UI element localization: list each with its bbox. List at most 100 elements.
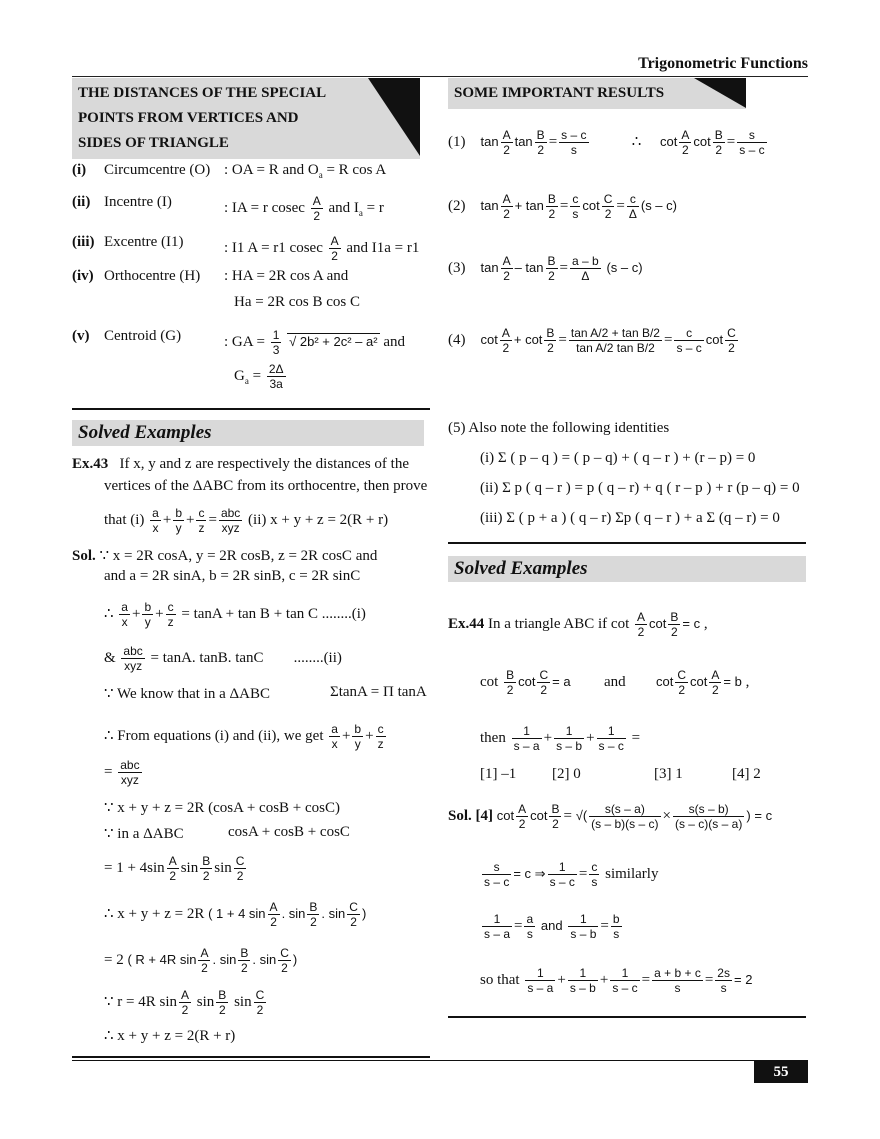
ex43-text: (ii) x + y + z = 2(R + r) (248, 511, 389, 528)
sol-text: ∵ We know that in a ΔABC (104, 686, 271, 702)
ex43-line2: vertices of the ΔABC from its orthocentr… (104, 478, 428, 494)
result-number: (1) (448, 133, 466, 150)
sol-text: = tanA + tan B + tan C ........(i) (181, 605, 366, 622)
sol-text: ∴ From equations (i) and (ii), we get (104, 727, 324, 744)
item-formula: : OA = R and Oa = R cos A (224, 162, 387, 180)
corner-triangle-decoration (368, 78, 420, 156)
sol-line14: ∴ x + y + z = 2(R + r) (104, 1028, 236, 1044)
sol-line8: ∵ x + y + z = 2R (cosA + cosB + cosC) (104, 800, 340, 816)
item-number: (i) (72, 162, 87, 178)
section-title-line: POINTS FROM VERTICES AND (78, 110, 299, 126)
formula-tail: and I (328, 199, 359, 216)
identities-note: (5) Also note the following identities (448, 420, 670, 436)
result-number: (4) (448, 331, 466, 348)
ex43-label: Ex.43 (72, 456, 109, 472)
item-number: (ii) (72, 194, 91, 210)
corner-triangle-decoration (694, 78, 746, 108)
left-bottom-rule (72, 1056, 430, 1058)
option-4: [4] 2 (732, 766, 761, 782)
left-column: THE DISTANCES OF THE SPECIAL POINTS FROM… (72, 78, 432, 1058)
formula-text: : OA = R and O (224, 162, 319, 178)
ex44-then: then (480, 729, 506, 746)
sol-label: Sol. (72, 548, 96, 564)
formula-tail: Ha = 2R cos B cos C (234, 294, 360, 310)
ex44-text: In a triangle ABC if cot (488, 615, 630, 632)
option-1: [1] –1 (480, 766, 517, 782)
solved-examples-heading: Solved Examples (72, 420, 424, 446)
item-circumcentre: (i) Circumcentre (O) : OA = R and Oa = R… (72, 162, 386, 180)
item-number: (iii) (72, 234, 95, 250)
sol-line5-b: ΣtanA = Π tanA (330, 684, 427, 700)
right-bottom-rule (448, 1016, 806, 1018)
section-divider (448, 542, 806, 544)
sol-text: ∵ x = 2R cosA, y = 2R cosB, z = 2R cosC … (99, 548, 378, 564)
option-3: [3] 1 (654, 766, 683, 782)
ex43-text: that (i) (104, 511, 145, 528)
formula-tail: and I1a = r1 (346, 239, 420, 256)
item-orthocentre: (iv) Orthocentre (H) : HA = 2R cos A and… (72, 268, 360, 310)
ex43-text: If x, y and z are respectively the dista… (119, 456, 409, 472)
section-title-line: SIDES OF TRIANGLE (78, 135, 229, 151)
result-number: (2) (448, 197, 466, 214)
item-name: Orthocentre (H) (104, 268, 201, 284)
header-rule (72, 76, 808, 77)
footer-rule (72, 1060, 808, 1061)
sol-line2: and a = 2R sinA, b = 2R sinB, c = 2R sin… (104, 568, 361, 584)
item-name: Centroid (G) (104, 328, 182, 344)
section-title-results: SOME IMPORTANT RESULTS (448, 78, 746, 109)
identity-1: (i) Σ ( p – q ) = ( p – q) + ( q – r ) +… (480, 450, 756, 466)
item-number: (v) (72, 328, 90, 344)
page-header-title: Trigonometric Functions (638, 55, 808, 72)
result-number: (3) (448, 259, 466, 276)
sol-text: ........(ii) (293, 649, 342, 666)
ex44-label: Ex.44 (448, 615, 485, 632)
item-name: Excentre (I1) (104, 234, 184, 250)
so-that-text: so that (480, 971, 520, 988)
item-name: Incentre (I) (104, 194, 172, 210)
identity-2: (ii) Σ p ( q – r ) = p ( q – r) + q ( r … (480, 480, 800, 496)
section-divider (72, 408, 430, 410)
formula-tail: = R cos A (326, 162, 387, 178)
ex44-and: and (604, 674, 626, 690)
section-title-text: SOME IMPORTANT RESULTS (454, 85, 665, 101)
sol-line5: ∵ We know that in a ΔABC (104, 684, 270, 703)
formula-text: : I1 A = r1 cosec (224, 239, 323, 256)
ex44-options: [1] –1 [2] 0 [3] 1 [4] 2 (480, 766, 761, 783)
item-name: Circumcentre (O) (104, 162, 211, 178)
identity-3: (iii) Σ ( p + a ) ( q – r) Σp ( q – r ) … (480, 510, 780, 526)
ex43-line1: Ex.43 If x, y and z are respectively the… (72, 456, 409, 473)
section-title-distances: THE DISTANCES OF THE SPECIAL POINTS FROM… (72, 78, 420, 159)
sol-label: Sol. [4] (448, 807, 493, 824)
sol-line9: ∵ in a ΔABC (104, 826, 184, 842)
page-number: 55 (754, 1061, 808, 1083)
solved-examples-heading: Solved Examples (448, 556, 806, 582)
